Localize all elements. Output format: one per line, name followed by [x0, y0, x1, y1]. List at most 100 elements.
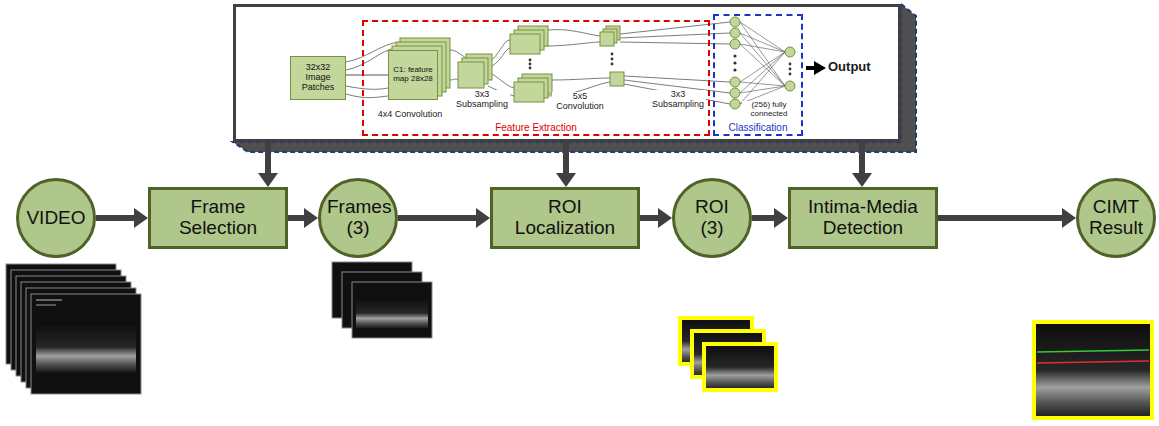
feature-maps-part	[600, 32, 614, 46]
node-text: CIMT Result	[1085, 197, 1147, 239]
layer-label: (256) fully connected	[742, 101, 796, 119]
cnn-links-part	[544, 42, 600, 46]
process-box: ROI Localization	[490, 187, 640, 249]
node-text: C1: feature map 28x28	[391, 66, 435, 84]
frame-thumbnails-part	[356, 298, 428, 328]
cnn-links-part	[450, 79, 458, 81]
frame-thumbnails-part	[352, 282, 432, 338]
layer-label: 5x5 Convolution	[552, 92, 608, 112]
node-text: Frame Selection	[157, 197, 279, 239]
connector-line	[346, 75, 388, 76]
circle-shape	[320, 180, 397, 257]
connector-line	[563, 142, 569, 175]
ellipsis-dots-part	[789, 73, 792, 76]
node-text: Feature Extraction	[495, 122, 577, 133]
arrow-head	[258, 173, 278, 187]
connector	[398, 208, 490, 228]
node-text: Frames (3)	[327, 197, 389, 239]
neuron-links-part	[740, 52, 785, 104]
connector	[556, 142, 576, 187]
ellipsis-dots-part	[733, 68, 736, 71]
ellipsis-dots-part	[529, 67, 532, 70]
neurons-part	[730, 28, 740, 38]
neurons-part	[730, 88, 740, 98]
arrow-head	[1062, 208, 1076, 228]
data-circle: Frames (3)	[318, 178, 398, 258]
neuron-links-part	[740, 22, 785, 86]
video-thumbnails-part	[36, 305, 56, 306]
cnn-links-part	[492, 48, 510, 66]
ellipsis-dots-part	[611, 53, 614, 56]
panel-ground-part	[233, 4, 901, 142]
connector-line	[398, 215, 478, 221]
video-thumbnails-part	[36, 300, 62, 301]
ellipsis-dots-part	[733, 61, 736, 64]
ellipsis-dots	[529, 53, 792, 76]
arrow-head	[476, 208, 490, 228]
arrow-head	[774, 208, 788, 228]
panel-shadow-part	[233, 4, 916, 152]
cnn-links-part	[450, 50, 466, 58]
neuron-links-part	[740, 44, 785, 86]
result-thumbnail	[1034, 322, 1152, 418]
ellipsis-dots-part	[789, 63, 792, 66]
ellipsis-dots-part	[789, 68, 792, 71]
neurons-part	[730, 39, 740, 49]
roi-thumbnails	[680, 318, 776, 390]
arrow-head	[658, 208, 672, 228]
neuron-links-part	[740, 22, 785, 52]
panel-shadow	[233, 4, 916, 152]
roi-thumbnails-part	[704, 344, 776, 390]
connector	[258, 142, 278, 187]
output-arrow	[806, 61, 826, 75]
neurons-part	[730, 17, 740, 27]
node-text: Classification	[729, 122, 788, 133]
feature-maps-part	[514, 82, 544, 102]
cnn-links-part	[492, 74, 514, 88]
neuron-links-part	[740, 86, 785, 93]
neuron-links-part	[740, 44, 785, 52]
neuron-links-part	[740, 82, 785, 86]
neurons-part	[730, 77, 740, 87]
frame-thumbnails	[332, 262, 432, 338]
neurons-part	[785, 81, 795, 91]
output-arrow-part	[814, 61, 826, 75]
ellipsis-dots-part	[733, 54, 736, 57]
result-thumbnail-part	[1037, 361, 1149, 363]
connector-line	[288, 215, 306, 221]
connector-line	[859, 142, 865, 175]
feature-maps-part	[510, 34, 540, 54]
circle-shape	[1078, 180, 1155, 257]
neuron-links-part	[740, 52, 785, 93]
cnn-links-part	[346, 86, 388, 89]
connector	[752, 208, 788, 228]
data-circle: VIDEO	[16, 178, 96, 258]
neurons	[730, 17, 795, 109]
panel-ground	[233, 4, 901, 142]
feature-maps-part	[458, 62, 484, 88]
neurons-part	[730, 99, 740, 109]
result-thumbnail-part	[1037, 350, 1149, 352]
ellipsis-dots-part	[611, 58, 614, 61]
feature-map: C1: feature map 28x28	[388, 50, 438, 100]
connector-line	[752, 215, 776, 221]
arrow-head	[304, 208, 318, 228]
connector	[288, 208, 318, 228]
process-box: Frame Selection	[148, 187, 288, 249]
cnn-links-part	[552, 78, 610, 80]
cnn-links-part	[548, 30, 600, 36]
process-box: Intima-Media Detection	[788, 187, 938, 249]
node-text: ROI Localization	[499, 197, 631, 239]
connector-line	[640, 215, 660, 221]
cnn-panel: 32x32 Image PatchesC1: feature map 28x28…	[233, 4, 901, 142]
arrow-head	[134, 208, 148, 228]
arrow-head	[852, 173, 872, 187]
ellipsis-dots-part	[529, 59, 532, 62]
feature-maps-part	[610, 72, 624, 86]
node-text: Intima-Media Detection	[797, 197, 929, 239]
neuron-links-part	[740, 52, 785, 82]
arrow-head	[556, 173, 576, 187]
layer-label: 4x4 Convolution	[372, 110, 448, 120]
